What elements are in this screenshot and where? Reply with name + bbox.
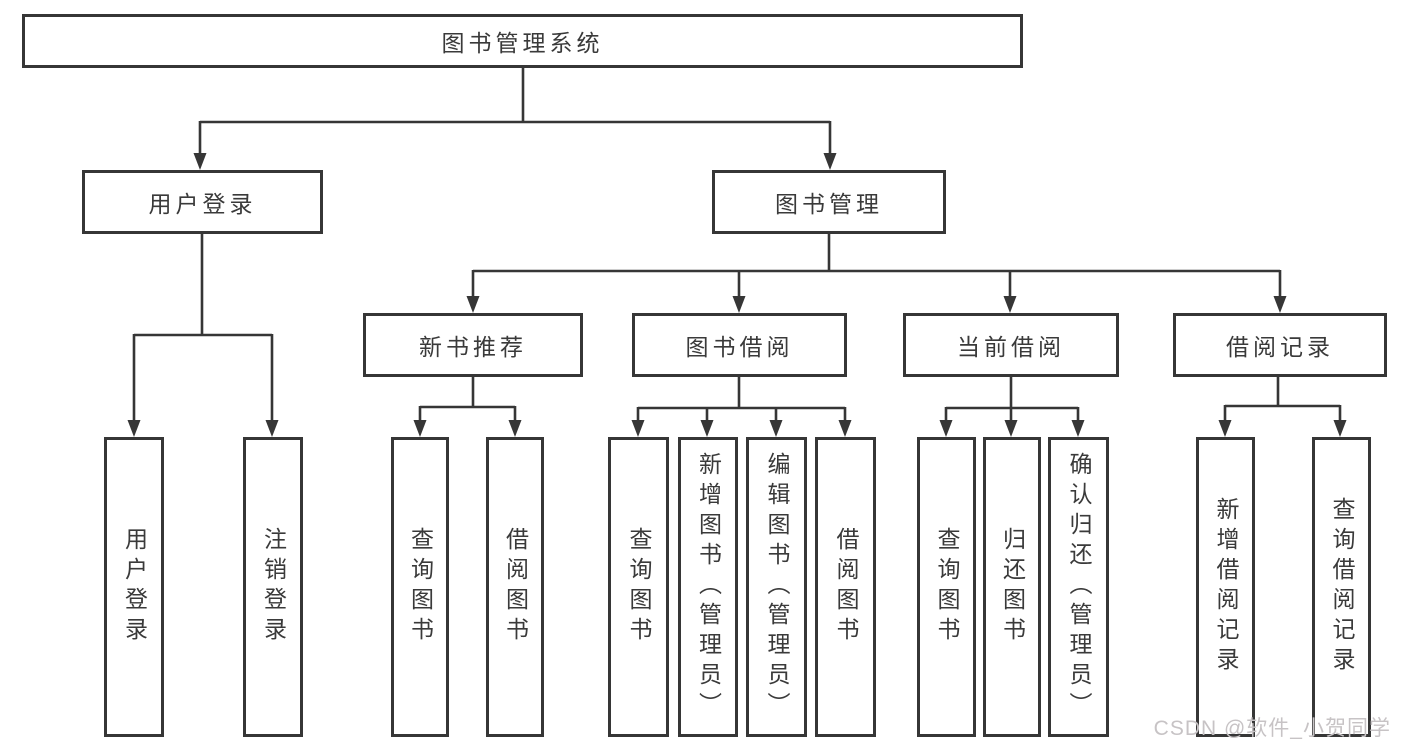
node-book-borrowing: 图书借阅 <box>632 313 847 377</box>
node-leaf-confirm-return-admin: 确认归还（管理员） <box>1048 437 1109 737</box>
node-leaf-edit-book-admin: 编辑图书（管理员） <box>746 437 807 737</box>
node-new-book-recommendation: 新书推荐 <box>363 313 583 377</box>
node-book-management: 图书管理 <box>712 170 946 234</box>
node-borrowing-records: 借阅记录 <box>1173 313 1387 377</box>
node-leaf-query-books-current: 查询图书 <box>917 437 976 737</box>
csdn-watermark: CSDN @软件_小贺同学 <box>1153 717 1391 740</box>
node-leaf-query-borrow-record: 查询借阅记录 <box>1312 437 1371 737</box>
node-leaf-add-borrow-record: 新增借阅记录 <box>1196 437 1255 737</box>
node-leaf-query-books-recommend: 查询图书 <box>391 437 449 737</box>
node-user-login: 用户登录 <box>82 170 323 234</box>
node-leaf-borrow-books-recommend: 借阅图书 <box>486 437 544 737</box>
node-root-library-management-system: 图书管理系统 <box>22 14 1023 68</box>
node-leaf-borrow-books: 借阅图书 <box>815 437 876 737</box>
node-leaf-logout: 注销登录 <box>243 437 303 737</box>
node-leaf-query-books-borrowing: 查询图书 <box>608 437 669 737</box>
node-current-borrowing: 当前借阅 <box>903 313 1119 377</box>
node-leaf-add-book-admin: 新增图书（管理员） <box>678 437 738 737</box>
node-leaf-user-login: 用户登录 <box>104 437 164 737</box>
node-leaf-return-book: 归还图书 <box>983 437 1041 737</box>
